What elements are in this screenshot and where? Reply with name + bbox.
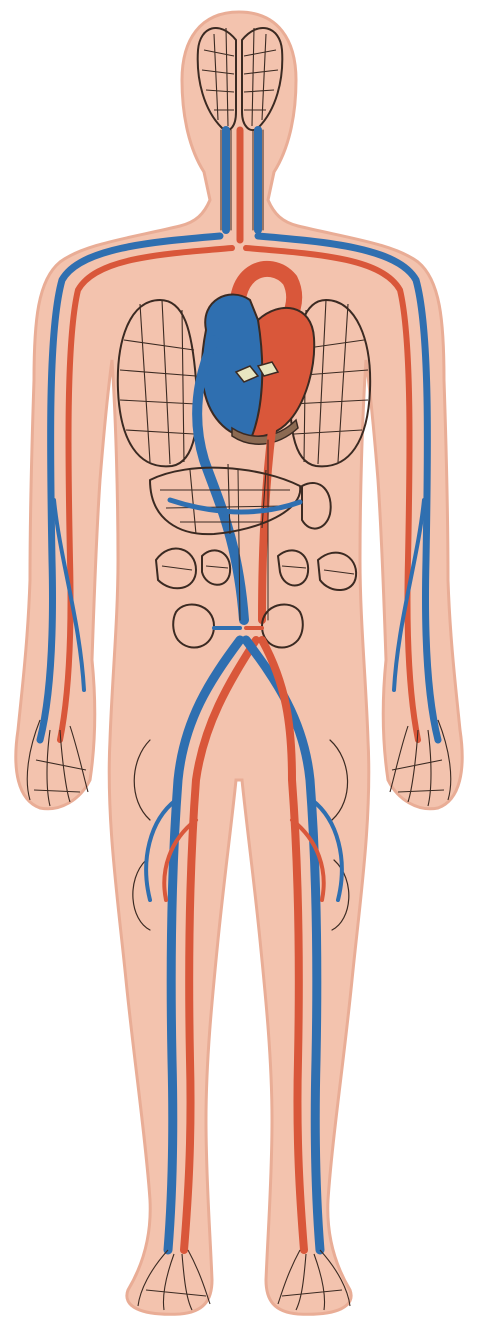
neck-vessels (221, 130, 263, 240)
